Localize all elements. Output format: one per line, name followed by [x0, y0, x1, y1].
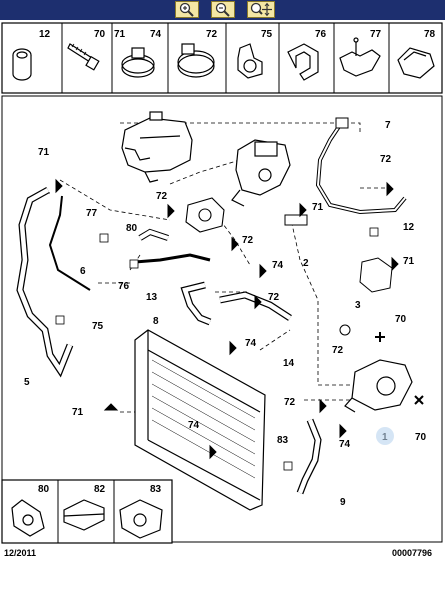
- callout-76: 76: [118, 281, 130, 292]
- callout-71-d: 71: [72, 407, 84, 418]
- callout-72-d: 72: [268, 292, 280, 303]
- callout-71-c: 71: [403, 256, 415, 267]
- diagram-reference: 00007796: [392, 548, 432, 558]
- header-part-74: 74: [150, 29, 162, 40]
- hose-clamp-icon: [121, 47, 155, 78]
- callout-1-highlight: [376, 427, 394, 445]
- hose-13: [134, 253, 211, 264]
- footer-parts-strip: 80 82 83: [1, 479, 173, 544]
- callout-squares: [55, 227, 379, 471]
- header-parts-strip: 12 70 71 74 72 75 76 77 78: [1, 22, 443, 94]
- callout-14: 14: [283, 358, 295, 369]
- header-part-77: 77: [370, 29, 382, 40]
- callout-6: 6: [80, 266, 86, 277]
- fastener-markers: [375, 332, 424, 405]
- callout-9: 9: [340, 497, 346, 508]
- callout-80: 80: [126, 223, 138, 234]
- callout-74-b: 74: [245, 338, 257, 349]
- header-part-71: 71: [114, 29, 126, 40]
- zoom-out-button[interactable]: [211, 1, 235, 18]
- callout-74-c: 74: [188, 420, 200, 431]
- radiator: [134, 329, 266, 511]
- clip-icon: [237, 43, 263, 79]
- sleeve-icon: [12, 48, 32, 81]
- callout-13: 13: [146, 292, 158, 303]
- water-outlet-housing: [344, 359, 413, 413]
- callout-70-a: 70: [395, 314, 407, 325]
- diagram-date: 12/2011: [4, 548, 36, 558]
- callout-3: 3: [355, 300, 361, 311]
- header-part-72: 72: [206, 29, 218, 40]
- sensor-12: [359, 257, 393, 293]
- expansion-tank: [121, 111, 193, 183]
- header-part-75: 75: [261, 29, 273, 40]
- callout-72-f: 72: [284, 397, 296, 408]
- hose-6: [48, 195, 91, 291]
- footer-part-83: 83: [150, 484, 162, 495]
- seal-3: [339, 324, 351, 336]
- part-2: [284, 214, 308, 226]
- clip-83-icon: [119, 499, 163, 539]
- zoom-pan-button[interactable]: [247, 1, 275, 18]
- spring-clip-icon: [397, 47, 435, 79]
- magnifier-plus-icon: [179, 2, 194, 17]
- footer-part-80: 80: [38, 484, 50, 495]
- footer-part-82: 82: [94, 484, 106, 495]
- callout-72-b: 72: [380, 154, 392, 165]
- callout-5: 5: [24, 377, 30, 388]
- clip-82-icon: [63, 499, 105, 531]
- bracket-clip-icon: [287, 43, 319, 81]
- callout-72-c: 72: [242, 235, 254, 246]
- clip-80-icon: [11, 499, 45, 537]
- callout-77: 77: [86, 208, 98, 219]
- callout-70-b: 70: [415, 432, 427, 443]
- pipe-7-end: [335, 117, 349, 129]
- callout-74-d: 74: [339, 439, 351, 450]
- header-part-70: 70: [94, 29, 106, 40]
- cooling-system-diagram: 12 70 71 74 72 75 76 77 78: [1, 22, 443, 558]
- header-part-12: 12: [39, 29, 51, 40]
- worm-clamp-icon: [177, 43, 215, 78]
- callout-7: 7: [385, 120, 391, 131]
- header-part-78: 78: [424, 29, 436, 40]
- callout-75: 75: [92, 321, 104, 332]
- callout-72-a: 72: [156, 191, 168, 202]
- magnifier-minus-icon: [215, 2, 230, 17]
- radiator-fins: [151, 359, 256, 479]
- heater-valve-block: [185, 197, 225, 233]
- pipe-clip-icon: [339, 37, 381, 77]
- callout-2: 2: [303, 258, 309, 269]
- callout-labels: 1 2 3 5 6 7 8 9 12 13 14 70 70 71 71 71 …: [24, 120, 427, 508]
- thermostat-housing: [231, 139, 291, 207]
- toolbar: [0, 0, 445, 20]
- zoom-in-button[interactable]: [175, 1, 199, 18]
- callout-83: 83: [277, 435, 289, 446]
- callout-71-a: 71: [38, 147, 50, 158]
- callout-8: 8: [153, 316, 159, 327]
- callout-72-e: 72: [332, 345, 344, 356]
- screw-icon: [67, 43, 100, 71]
- callout-74-a: 74: [272, 260, 284, 271]
- callout-markers: [55, 178, 399, 460]
- callout-12: 12: [403, 222, 415, 233]
- callout-71-b: 71: [312, 202, 324, 213]
- header-part-76: 76: [315, 29, 327, 40]
- magnifier-move-icon: [250, 2, 272, 17]
